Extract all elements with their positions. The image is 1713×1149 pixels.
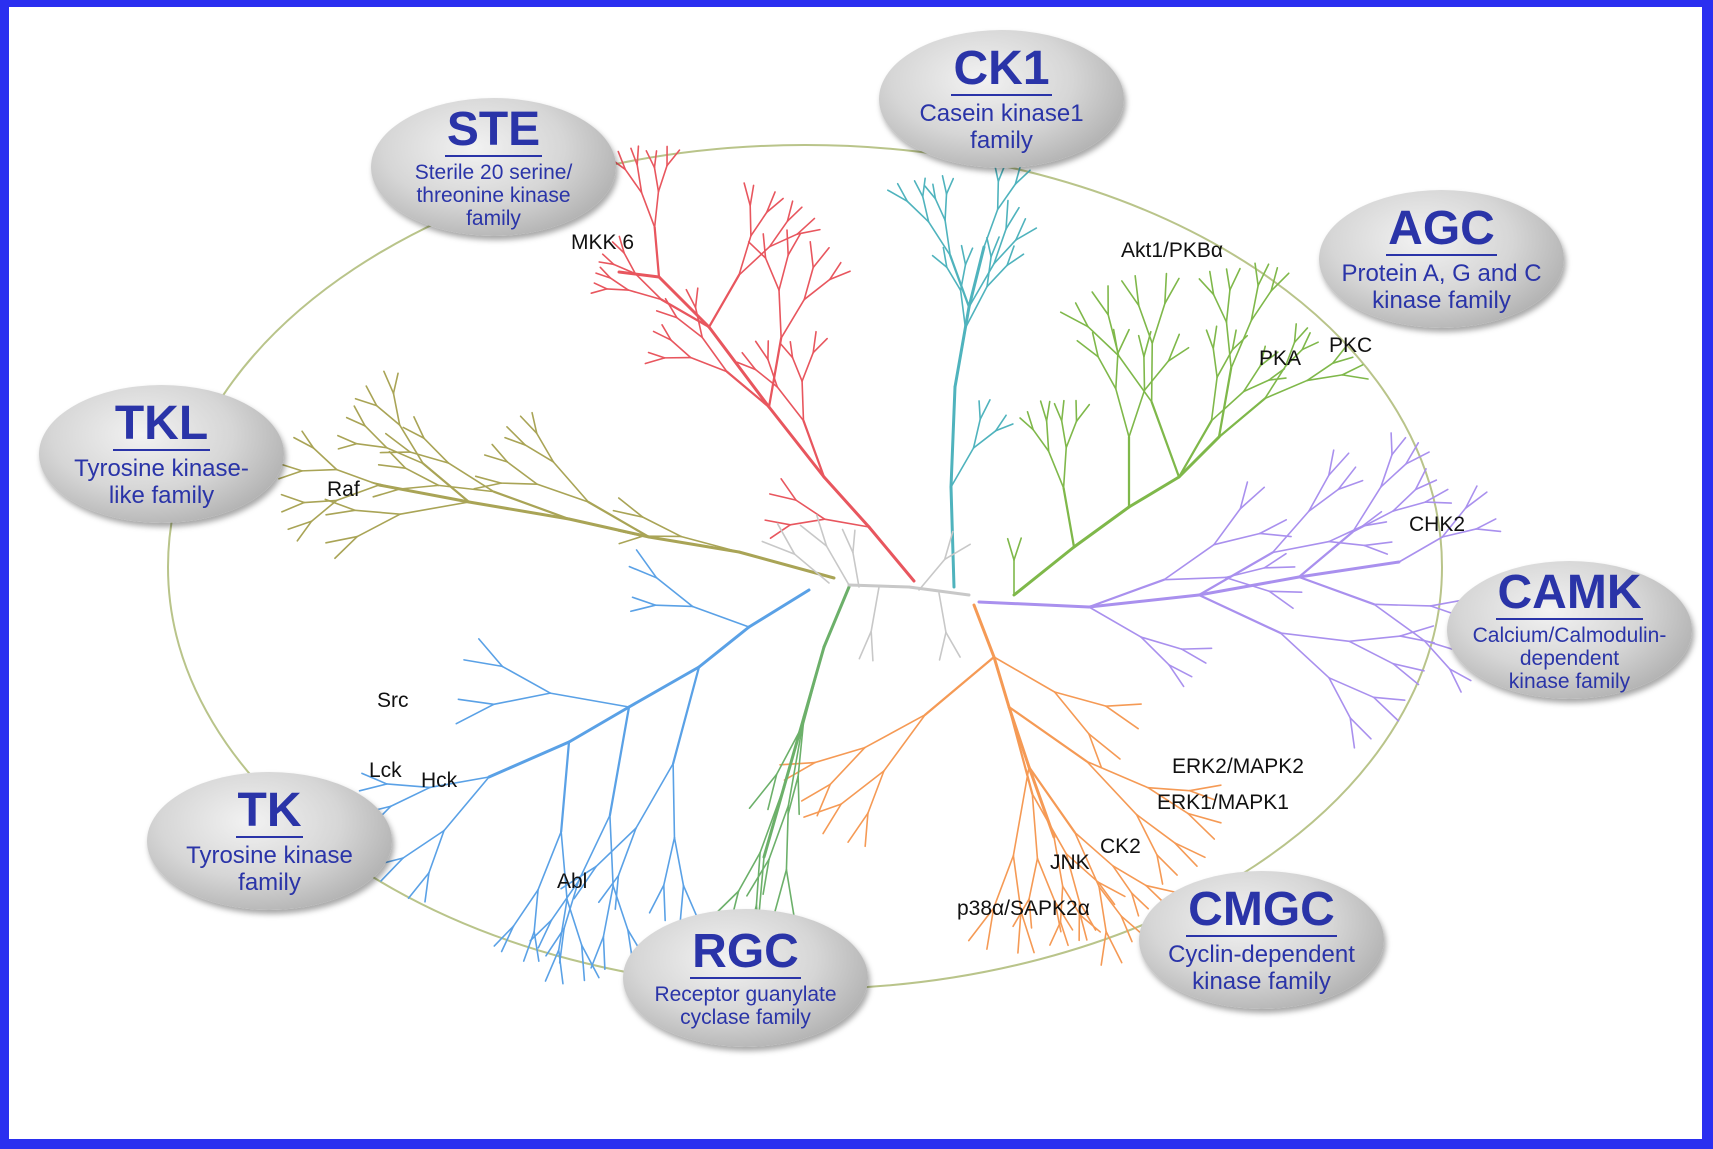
kinase-label-erk2: ERK2/MAPK2 xyxy=(1172,755,1304,778)
family-name-tkl: TKL xyxy=(112,397,211,451)
kinase-label-chk2: CHK2 xyxy=(1409,513,1466,536)
family-name-tk: TK xyxy=(235,784,304,838)
kinase-label-raf: Raf xyxy=(327,478,360,501)
kinome-tree-svg xyxy=(167,144,1506,990)
family-name-agc: AGC xyxy=(1386,202,1497,256)
family-name-ste: STE xyxy=(444,102,543,157)
family-oval-rgc: RGC Receptor guanylate cyclase family xyxy=(623,909,868,1047)
kinase-label-ck2: CK2 xyxy=(1100,835,1141,858)
kinase-label-lck: Lck xyxy=(369,759,402,782)
family-name-ck1: CK1 xyxy=(951,42,1052,96)
kinase-label-p38: p38α/SAPK2α xyxy=(957,897,1090,920)
family-desc-agc: Protein A, G and C kinase family xyxy=(1341,260,1542,314)
family-oval-agc: AGC Protein A, G and C kinase family xyxy=(1319,190,1564,328)
family-desc-tkl: Tyrosine kinase- like family xyxy=(74,455,249,509)
kinase-label-abl: Abl xyxy=(557,870,588,893)
kinase-label-akt1: Akt1/PKBα xyxy=(1121,239,1224,262)
family-name-camk: CAMK xyxy=(1495,565,1644,620)
family-desc-camk: Calcium/Calmodulin- dependent kinase fam… xyxy=(1472,623,1667,693)
kinase-label-src: Src xyxy=(377,689,409,712)
family-oval-cmgc: CMGC Cyclin-dependent kinase family xyxy=(1139,871,1384,1009)
family-oval-camk: CAMK Calcium/Calmodulin- dependent kinas… xyxy=(1447,561,1692,699)
family-oval-tkl: TKL Tyrosine kinase- like family xyxy=(39,385,284,523)
family-desc-cmgc: Cyclin-dependent kinase family xyxy=(1168,941,1355,995)
family-oval-ck1: CK1 Casein kinase1 family xyxy=(879,30,1124,168)
kinase-label-mkk6: MKK 6 xyxy=(571,231,635,254)
family-desc-ste: Sterile 20 serine/ threonine kinase fami… xyxy=(414,160,573,230)
family-name-rgc: RGC xyxy=(690,925,801,979)
kinase-label-pkc: PKC xyxy=(1329,334,1373,357)
kinase-label-pka: PKA xyxy=(1259,347,1302,370)
kinase-label-hck: Hck xyxy=(421,769,458,792)
kinase-label-jnk: JNK xyxy=(1050,851,1090,874)
family-desc-rgc: Receptor guanylate cyclase family xyxy=(654,983,837,1029)
family-desc-tk: Tyrosine kinase family xyxy=(186,842,353,896)
family-oval-ste: STE Sterile 20 serine/ threonine kinase … xyxy=(371,98,616,236)
family-desc-ck1: Casein kinase1 family xyxy=(919,100,1084,154)
kinase-label-erk1: ERK1/MAPK1 xyxy=(1157,791,1289,814)
family-name-cmgc: CMGC xyxy=(1186,883,1337,937)
kinome-tree-diagram: CK1 Casein kinase1 family STE Sterile 20… xyxy=(9,7,1702,1139)
family-oval-tk: TK Tyrosine kinase family xyxy=(147,772,392,910)
